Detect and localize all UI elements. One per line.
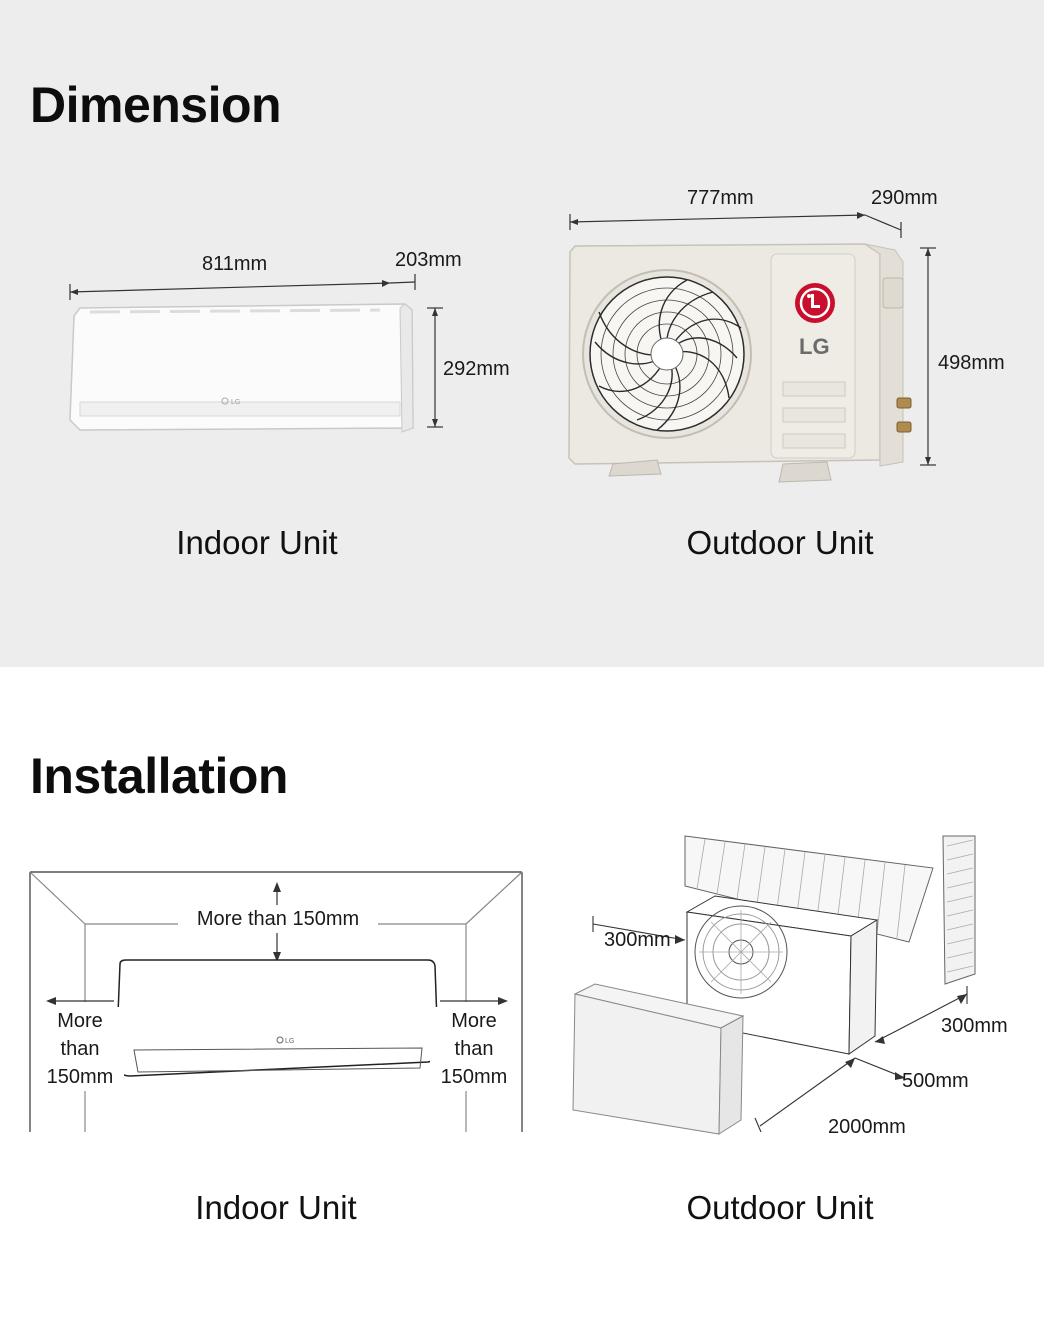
indoor-top-clearance-label: More than 150mm: [178, 905, 378, 933]
left-clearance-line-1: More: [57, 1010, 103, 1032]
installation-outdoor-caption: Outdoor Unit: [686, 1189, 874, 1226]
right-clearance-line-3: 150mm: [440, 1066, 508, 1088]
indoor-installation-diagram: LG: [29, 871, 523, 1132]
dimension-title: Dimension: [30, 77, 282, 133]
right-clearance-line-2: than: [454, 1038, 494, 1060]
dimension-indoor-caption: Indoor Unit: [176, 524, 338, 561]
left-clearance-line-2: than: [60, 1038, 100, 1060]
outdoor-rear-clearance-label: 300mm: [941, 1015, 1008, 1037]
svg-text:LG: LG: [799, 334, 830, 359]
indoor-left-clearance-label: More than 150mm: [36, 1007, 124, 1091]
right-clearance-line-1: More: [451, 1010, 497, 1032]
indoor-width-label: 811mm: [202, 253, 268, 275]
outdoor-unit-image: LG: [568, 212, 936, 483]
outdoor-depth-label: 290mm: [871, 187, 938, 209]
outdoor-height-label: 498mm: [938, 352, 1005, 374]
dimension-section: Dimension LG 811mm 203mm 292mm: [0, 0, 1044, 667]
lg-logo-icon: LG: [795, 283, 835, 359]
outdoor-obstacle-distance-label: 2000mm: [828, 1116, 906, 1138]
svg-text:LG: LG: [231, 399, 240, 406]
dimension-outdoor-caption: Outdoor Unit: [686, 524, 874, 561]
indoor-depth-label: 203mm: [395, 249, 462, 271]
installation-title: Installation: [30, 748, 288, 804]
outdoor-installation-diagram: [572, 835, 976, 1135]
fan-grille-icon: [582, 269, 752, 439]
installation-indoor-caption: Indoor Unit: [195, 1189, 357, 1226]
left-clearance-line-3: 150mm: [46, 1066, 114, 1088]
outdoor-width-label: 777mm: [687, 187, 754, 209]
outdoor-front-clearance-label: 300mm: [604, 929, 671, 951]
indoor-height-label: 292mm: [443, 358, 510, 380]
installation-section: Installation LG More t: [0, 667, 1044, 1334]
outdoor-side-clearance-label: 500mm: [902, 1070, 969, 1092]
indoor-unit-image: LG: [69, 274, 443, 433]
indoor-right-clearance-label: More than 150mm: [430, 1007, 518, 1091]
svg-text:LG: LG: [285, 1038, 294, 1045]
